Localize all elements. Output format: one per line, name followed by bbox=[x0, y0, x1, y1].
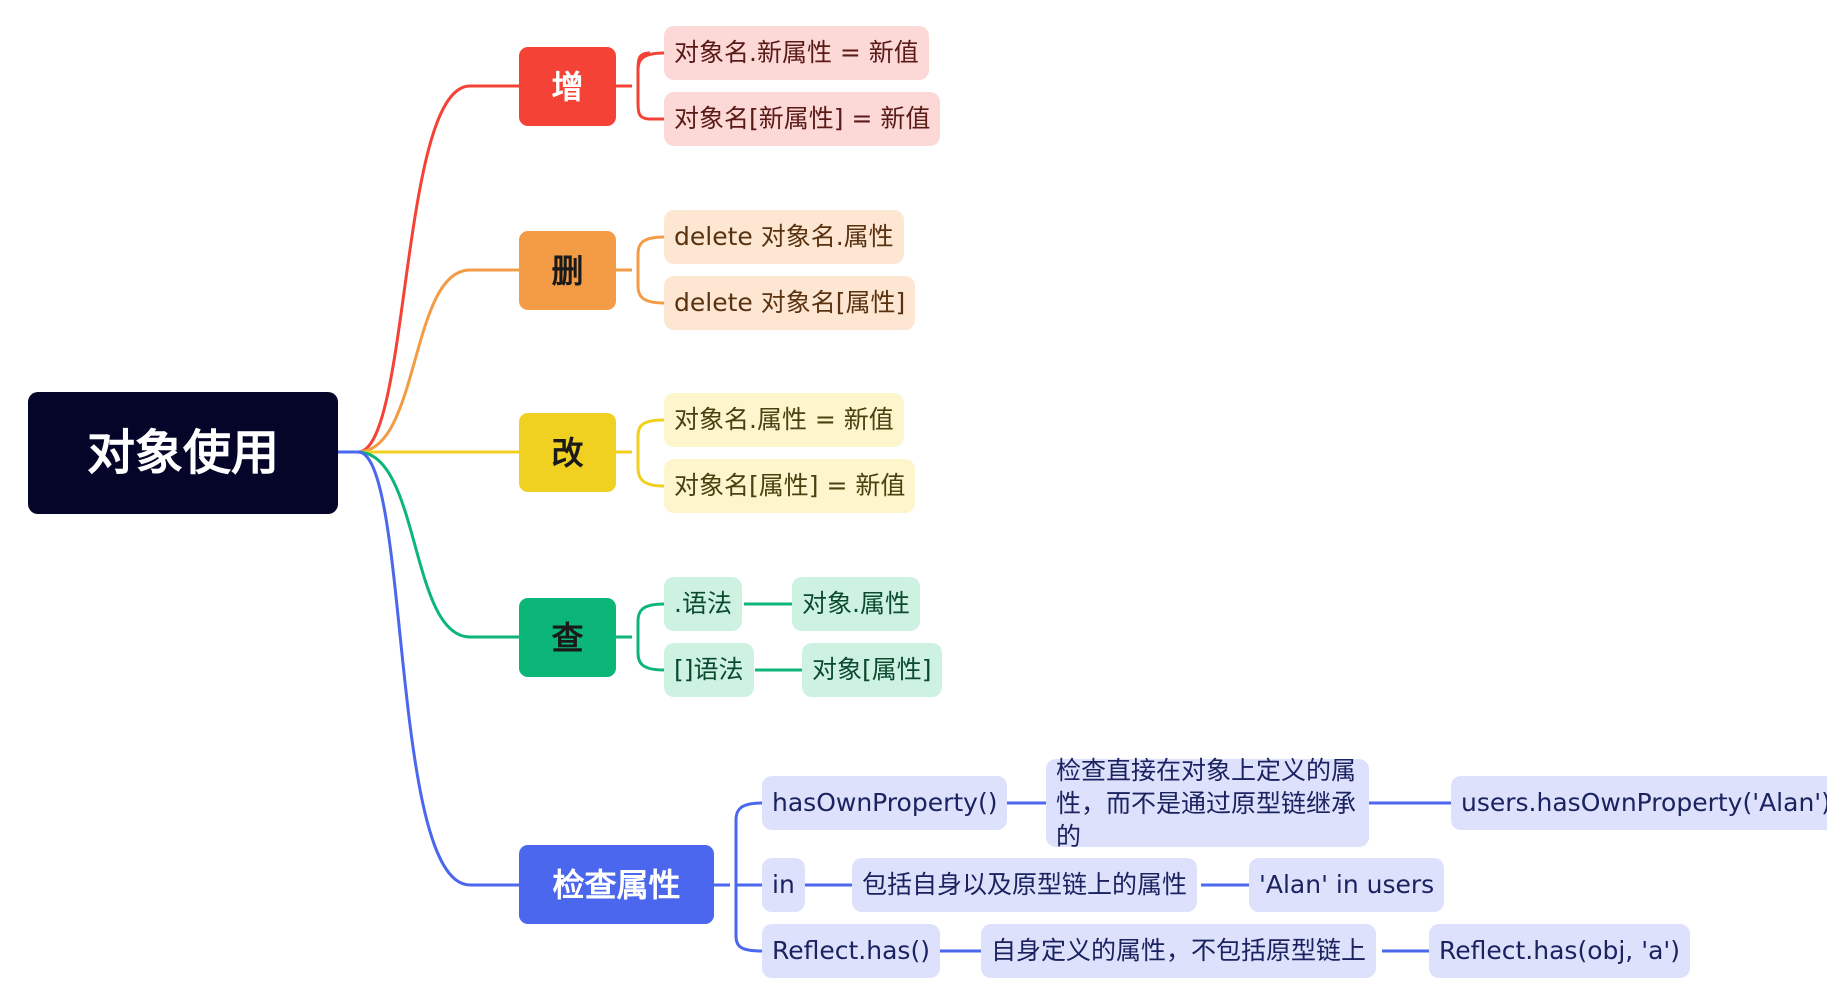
check-item-reflect-has-desc[interactable]: 自身定义的属性，不包括原型链上 bbox=[981, 924, 1377, 978]
branch-update[interactable]: 改 bbox=[519, 413, 616, 492]
desc-line-1: 检查直接在对象上定义的属 bbox=[1056, 755, 1357, 785]
query-item-bracket-syntax[interactable]: []语法 bbox=[664, 643, 754, 697]
check-item-in-desc[interactable]: 包括自身以及原型链上的属性 bbox=[852, 858, 1198, 912]
check-item-reflect-has[interactable]: Reflect.has() bbox=[762, 924, 940, 978]
check-item-reflect-has-example[interactable]: Reflect.has(obj, 'a') bbox=[1429, 924, 1691, 978]
connector-check-items bbox=[714, 801, 763, 953]
query-item-dot-example[interactable]: 对象.属性 bbox=[792, 577, 920, 631]
add-item-bracket-syntax[interactable]: 对象名[新属性] = 新值 bbox=[664, 92, 941, 146]
desc-line-2: 性，而不是通过原型链继承的 bbox=[1056, 788, 1357, 851]
branch-delete[interactable]: 删 bbox=[519, 231, 616, 310]
connector-root-delete bbox=[338, 268, 519, 454]
root-topic[interactable]: 对象使用 bbox=[28, 392, 338, 514]
connector-root-check bbox=[338, 450, 519, 887]
check-item-in[interactable]: in bbox=[762, 858, 805, 912]
query-item-dot-syntax[interactable]: .语法 bbox=[664, 577, 742, 631]
connector-query-items bbox=[616, 602, 802, 672]
update-item-dot-syntax[interactable]: 对象名.属性 = 新值 bbox=[664, 393, 904, 447]
branch-query[interactable]: 查 bbox=[519, 598, 616, 677]
update-item-bracket-syntax[interactable]: 对象名[属性] = 新值 bbox=[664, 459, 916, 513]
check-item-hasownproperty-desc[interactable]: 检查直接在对象上定义的属 性，而不是通过原型链继承的 bbox=[1046, 756, 1369, 851]
add-item-dot-syntax[interactable]: 对象名.新属性 = 新值 bbox=[664, 26, 929, 80]
connector-root-query bbox=[338, 450, 519, 639]
branch-check-property[interactable]: 检查属性 bbox=[519, 845, 714, 924]
check-item-hasownproperty-example[interactable]: users.hasOwnProperty('Alan') bbox=[1451, 776, 1827, 830]
check-item-hasownproperty[interactable]: hasOwnProperty() bbox=[762, 776, 1008, 830]
delete-item-bracket-syntax[interactable]: delete 对象名[属性] bbox=[664, 276, 916, 330]
connector-delete-items bbox=[616, 235, 665, 305]
delete-item-dot-syntax[interactable]: delete 对象名.属性 bbox=[664, 210, 904, 264]
check-item-in-example[interactable]: 'Alan' in users bbox=[1249, 858, 1445, 912]
connector-update-items bbox=[616, 418, 665, 488]
connector-root-add bbox=[338, 84, 519, 454]
connector-add-items bbox=[616, 51, 665, 121]
branch-add[interactable]: 增 bbox=[519, 47, 616, 126]
query-item-bracket-example[interactable]: 对象[属性] bbox=[802, 643, 942, 697]
